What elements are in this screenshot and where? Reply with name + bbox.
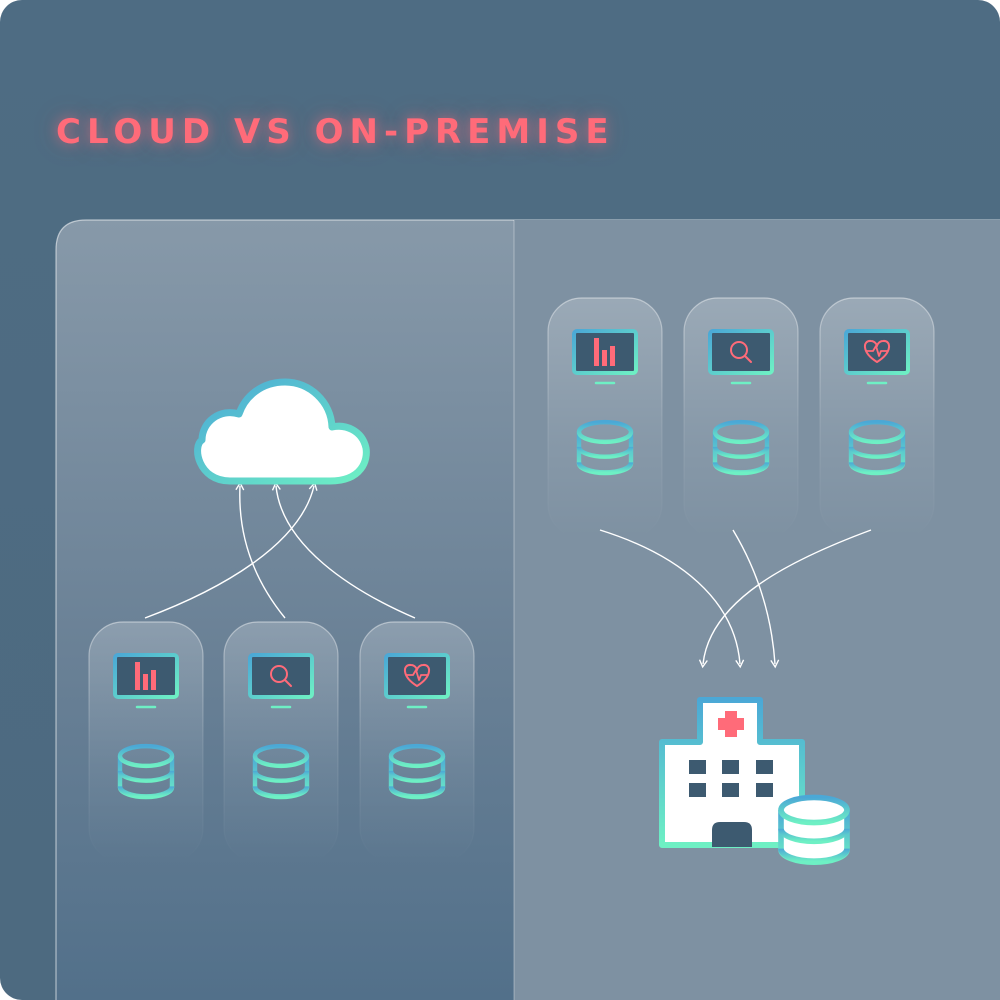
station-card <box>359 621 475 863</box>
database-icon <box>848 419 906 476</box>
monitor-icon <box>248 653 314 709</box>
magnifier-icon <box>730 341 752 363</box>
database-icon <box>712 419 770 476</box>
heart-pulse-icon <box>404 664 430 687</box>
monitor-icon <box>844 329 910 385</box>
flow-arrow <box>698 529 872 669</box>
database-icon <box>388 743 446 800</box>
station-card <box>819 297 935 539</box>
monitor-icon <box>384 653 450 709</box>
hospital-door <box>712 822 752 847</box>
magnifier-icon <box>270 665 292 687</box>
hospital-windows <box>689 760 773 797</box>
cloud-icon <box>194 378 370 485</box>
database-icon <box>117 743 175 800</box>
on-premise-flow-arrows <box>599 529 872 669</box>
station-card <box>223 621 339 863</box>
flow-arrow <box>599 529 745 669</box>
monitor-icon <box>708 329 774 385</box>
database-icon <box>252 743 310 800</box>
page-title: CLOUD VS ON-PREMISE <box>56 112 615 152</box>
station-card <box>683 297 799 539</box>
station-card <box>88 621 204 863</box>
bar-chart-icon <box>594 338 615 366</box>
cloud-flow-arrows <box>144 481 416 619</box>
database-icon <box>576 419 634 476</box>
heart-pulse-icon <box>864 340 890 363</box>
database-icon <box>778 794 850 865</box>
on-premise-stations <box>547 297 935 539</box>
flow-arrow <box>271 481 416 619</box>
cloud-stations <box>88 621 475 863</box>
database-icon <box>778 794 850 865</box>
flow-arrow <box>235 481 286 619</box>
monitor-icon <box>113 653 179 709</box>
station-card <box>547 297 663 539</box>
bar-chart-icon <box>135 662 156 690</box>
monitor-icon <box>572 329 638 385</box>
flow-arrow <box>732 529 780 669</box>
